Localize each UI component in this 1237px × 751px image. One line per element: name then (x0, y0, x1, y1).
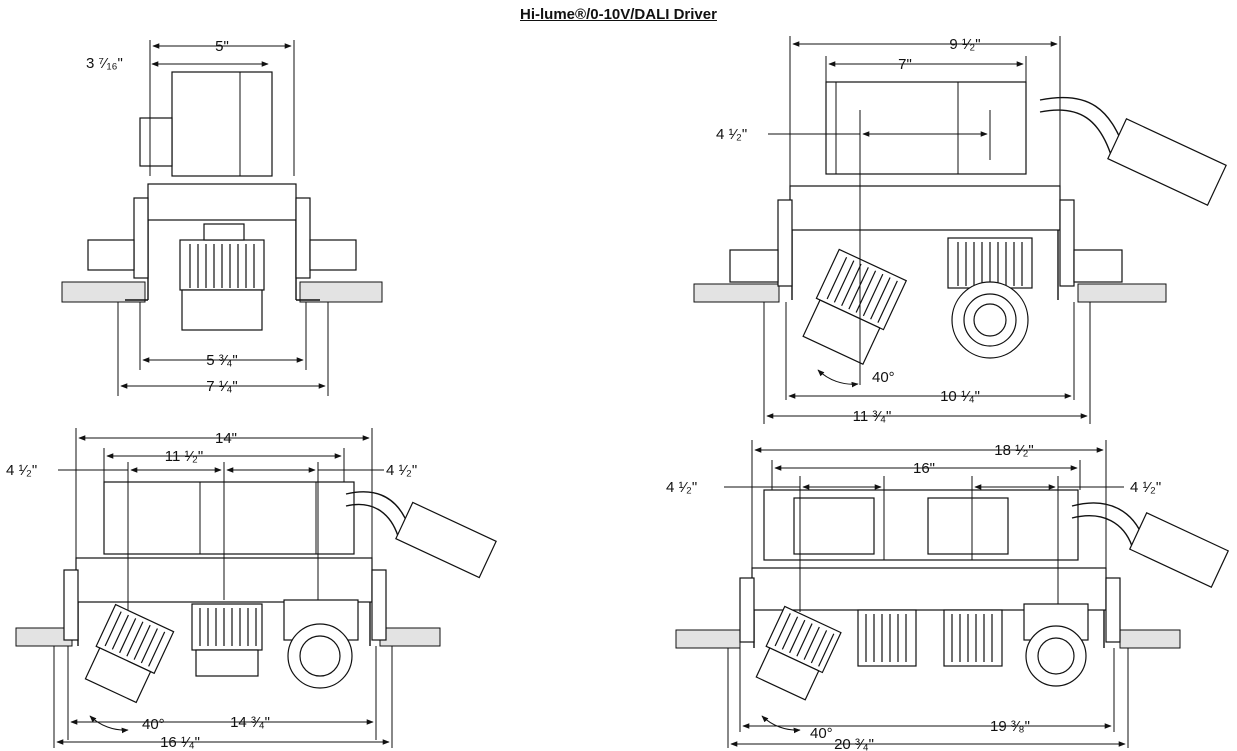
dim-outer-width: 20 ³⁄₄" (834, 736, 874, 751)
driver-box (103, 481, 355, 555)
dim-outer-width: 16 ¹⁄₄" (160, 734, 200, 751)
dim-overall-top: 18 ¹⁄₂" (994, 442, 1034, 459)
dim-driver-length: 16" (913, 460, 935, 477)
junction-box (1128, 512, 1230, 588)
triple-head-view: 14" 11 ¹⁄₂" 4 ¹⁄₂" 4 ¹⁄₂" 40° 14 ³⁄₄" 16… (6, 428, 497, 751)
dim-outer-width: 11 ³⁄₄" (853, 408, 892, 425)
dim-spacing-right: 4 ¹⁄₂" (386, 462, 417, 479)
dim-driver-width: 5" (215, 38, 229, 55)
driver-box (171, 71, 273, 177)
dim-spacing-left: 4 ¹⁄₂" (6, 462, 37, 479)
driver-box (825, 81, 1027, 175)
dim-overall-top: 9 ¹⁄₂" (949, 36, 980, 53)
housing-top (147, 183, 297, 221)
dim-angle: 40° (810, 725, 833, 742)
dim-driver-depth: 3 ⁷⁄₁₆" (86, 55, 123, 72)
dim-inner-width: 14 ³⁄₄" (230, 714, 270, 731)
quad-head-view: 18 ¹⁄₂" 16" 4 ¹⁄₂" 4 ¹⁄₂" 40° 19 ³⁄₈" 20… (666, 440, 1230, 751)
diagram-title: Hi-lume®/0-10V/DALI Driver (520, 6, 717, 23)
dim-inner-width: 10 ¹⁄₄" (940, 388, 980, 405)
dim-outer-width: 7 ¹⁄₄" (206, 378, 237, 395)
dim-driver-length: 11 ¹⁄₂" (165, 448, 203, 465)
dim-overall-top: 14" (215, 430, 237, 447)
dim-angle: 40° (142, 716, 165, 733)
dim-inner-width: 19 ³⁄₈" (990, 718, 1030, 735)
ceiling-left (61, 281, 146, 303)
dim-spacing-right: 4 ¹⁄₂" (1130, 479, 1161, 496)
dim-spacing-left: 4 ¹⁄₂" (666, 479, 697, 496)
dim-driver-length: 7" (898, 56, 912, 73)
housing-top (789, 185, 1061, 231)
dim-inner-width: 5 ³⁄₄" (206, 352, 237, 369)
junction-box (1107, 118, 1227, 206)
ceiling-right (299, 281, 383, 303)
junction-box (395, 501, 497, 579)
dim-spacing: 4 ¹⁄₂" (716, 126, 747, 143)
single-head-view: 5" 3 ⁷⁄₁₆" 5 ³⁄₄" 7 ¹⁄₄" (61, 38, 383, 396)
dim-angle: 40° (872, 369, 895, 386)
double-head-view: 9 ¹⁄₂" 7" 4 ¹⁄₂" 40° 10 ¹⁄₄" 11 ³⁄₄" (693, 36, 1227, 425)
